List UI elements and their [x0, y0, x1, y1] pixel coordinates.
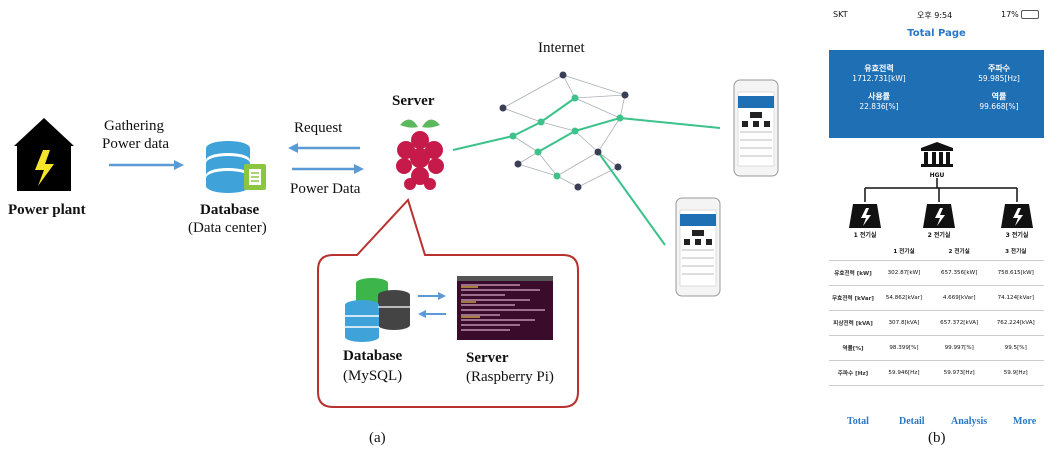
metric-value: 99.668[%] — [979, 102, 1019, 111]
table-cell: 99.5[%] — [987, 335, 1044, 361]
table-cell: 657.372[kVA] — [930, 310, 988, 336]
table-cell: 59.9[Hz] — [987, 360, 1044, 386]
metric-label: 유효전력 — [864, 64, 894, 73]
power-data-label-left: Power data — [102, 136, 170, 152]
table-cell: 59.946[Hz] — [877, 360, 931, 386]
battery-icon — [1021, 10, 1039, 19]
metric-value: 1712.731[kW] — [852, 74, 906, 83]
tab-analysis[interactable]: Analysis — [951, 416, 988, 427]
power-data-label: Power Data — [290, 181, 361, 197]
mysql-database-icon — [345, 278, 410, 342]
inset-database-label: Database — [343, 348, 403, 364]
table-row: 주파수 [Hz] 59.946[Hz] 59.973[Hz] 59.9[Hz] — [829, 360, 1044, 386]
table-cell: 307.8[kVA] — [877, 310, 931, 336]
room-label: 3 전기실 — [1005, 232, 1029, 239]
tab-total[interactable]: Total — [847, 416, 869, 427]
table-row: 역률[%] 98.399[%] 99.997[%] 99.5[%] — [829, 335, 1044, 361]
table-cell: 54.862[kVar] — [877, 285, 931, 311]
hgu-building-icon — [921, 142, 953, 167]
metric-label: 역률 — [991, 92, 1007, 101]
caption-b: (b) — [928, 430, 946, 446]
table-cell: 98.399[%] — [877, 335, 931, 361]
power-plant-label: Power plant — [8, 202, 86, 218]
inset-server-sublabel: (Raspberry Pi) — [466, 369, 554, 385]
raspberry-pi-icon — [396, 119, 444, 190]
table-header-row: 1 전기실 2 전기실 3 전기실 — [829, 242, 1044, 261]
hgu-label: HGU — [929, 172, 945, 179]
row-label: 무효전력 [kVar] — [829, 285, 877, 311]
table-cell: 4.669[kVar] — [930, 285, 988, 311]
row-label: 피상전력 [kVA] — [829, 310, 877, 336]
inset-database-sublabel: (MySQL) — [343, 368, 403, 384]
table-cell: 59.973[Hz] — [930, 360, 988, 386]
table-cell: 74.124[kVar] — [987, 285, 1044, 311]
metric-label: 사용률 — [867, 92, 891, 101]
row-label: 유효전력 [kW] — [829, 260, 877, 286]
table-cell: 758.615[kW] — [987, 260, 1044, 286]
table-cell: 99.997[%] — [930, 335, 988, 361]
room-label: 2 전기실 — [927, 232, 951, 239]
network-nodes — [499, 71, 629, 191]
room-2-icon — [923, 204, 955, 228]
tab-detail[interactable]: Detail — [899, 416, 925, 427]
table-header: 1 전기실 — [877, 242, 931, 261]
terminal-screenshot — [457, 276, 553, 340]
metric-value: 59.985[Hz] — [978, 74, 1020, 83]
metric-value: 22.836[%] — [859, 102, 899, 111]
table-cell: 657.356[kW] — [930, 260, 988, 286]
panel-a-diagram — [14, 71, 779, 408]
table-row: 피상전력 [kVA] 307.8[kVA] 657.372[kVA] 762.2… — [829, 310, 1044, 336]
table-header: 2 전기실 — [930, 242, 988, 261]
battery-label: 17% — [1001, 10, 1019, 19]
table-header: 3 전기실 — [987, 242, 1044, 261]
phone-thumbnail-1 — [733, 79, 779, 177]
clock-label: 오후 9:54 — [917, 11, 953, 20]
power-plant-icon — [14, 118, 74, 191]
request-label: Request — [294, 120, 343, 136]
bottom-tab-bar: Total Detail Analysis More — [829, 414, 1044, 434]
room-3-icon — [1001, 204, 1033, 228]
power-table: 1 전기실 2 전기실 3 전기실 유효전력 [kW] 302.87[kW] 6… — [829, 242, 1044, 386]
carrier-label: SKT — [833, 10, 848, 19]
row-label: 역률[%] — [829, 335, 877, 361]
inset-server-label: Server — [466, 350, 509, 366]
hgu-hierarchy — [849, 142, 1033, 228]
summary-panel: 유효전력 1712.731[kW] 주파수 59.985[Hz] 사용률 22.… — [829, 50, 1044, 138]
room-label: 1 전기실 — [853, 232, 877, 239]
mobile-app-screenshot: SKT 오후 9:54 17% Total Page 유효전력 1712.731… — [829, 6, 1044, 436]
database-icon — [206, 141, 266, 193]
table-cell: 762.224[kVA] — [987, 310, 1044, 336]
room-1-icon — [849, 204, 881, 228]
status-bar: SKT 오후 9:54 17% — [829, 6, 1044, 24]
table-row: 유효전력 [kW] 302.87[kW] 657.356[kW] 758.615… — [829, 260, 1044, 286]
table-row: 무효전력 [kVar] 54.862[kVar] 4.669[kVar] 74.… — [829, 285, 1044, 311]
caption-a: (a) — [369, 430, 386, 446]
phone-thumbnail-2 — [675, 197, 721, 297]
database-sublabel: (Data center) — [188, 220, 267, 236]
gathering-label: Gathering — [104, 118, 164, 134]
server-detail-callout — [317, 198, 579, 408]
metric-label: 주파수 — [987, 64, 1011, 73]
row-label: 주파수 [Hz] — [829, 360, 877, 386]
page-title: Total Page — [907, 28, 966, 39]
internet-label: Internet — [538, 40, 585, 56]
tab-more[interactable]: More — [1013, 416, 1037, 427]
database-label: Database — [200, 202, 260, 218]
table-cell: 302.87[kW] — [877, 260, 931, 286]
server-label: Server — [392, 93, 435, 109]
